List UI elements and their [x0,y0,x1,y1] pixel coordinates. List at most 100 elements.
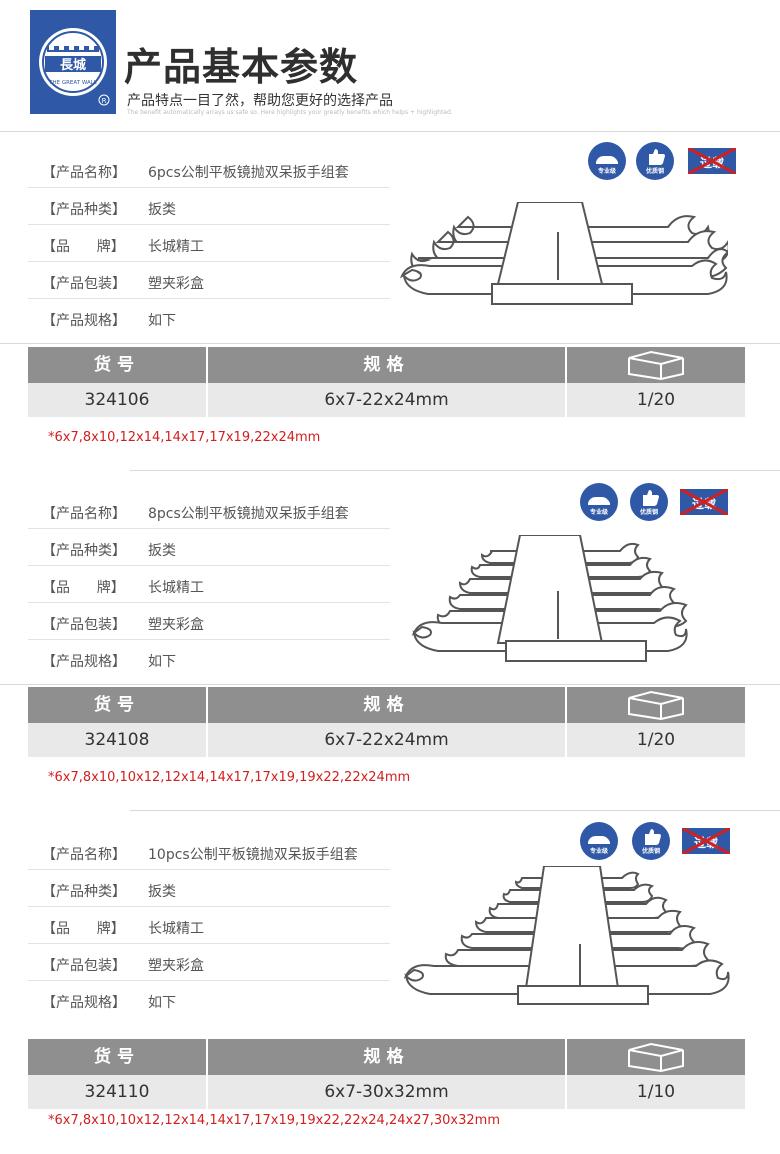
info-row-spec: 【产品规格】 如下 [28,300,390,336]
label-category: 【产品种类】 [42,202,126,218]
value-category: 扳类 [148,202,176,218]
col-spec-header: 规格 [363,695,410,715]
page-subtitle-english: The benefit automatically arrays us safe… [127,109,453,116]
cell-size-range: 6x7-30x32mm [324,1082,449,1102]
badge-steel-label: 优质钢 [639,509,658,516]
value-package: 塑夹彩盒 [148,958,204,974]
cell-pack-qty: 1/20 [636,390,676,410]
spec-table-row: 324108 6x7-22x24mm 1/20 [28,723,745,757]
cell-item-no: 324110 [84,1082,150,1102]
label-category: 【产品种类】 [42,543,126,559]
col-divider [565,347,567,383]
col-divider [206,723,208,757]
page-subtitle: 产品特点一目了然，帮助您更好的选择产品 [127,93,393,109]
value-category: 扳类 [148,884,176,900]
value-brand: 长城精工 [148,580,204,596]
col-item-no-header: 货号 [94,355,140,375]
info-row-name: 【产品名称】 10pcs公制平板镜抛双呆扳手组套 [28,834,390,870]
info-row-name: 【产品名称】 6pcs公制平板镜抛双呆扳手组套 [28,152,390,188]
section-divider [130,470,780,471]
col-spec-header: 规格 [363,355,410,375]
col-spec-header: 规格 [363,1047,410,1067]
col-divider [206,347,208,383]
label-package: 【产品包装】 [42,617,126,633]
size-list-note: *6x7,8x10,10x12,12x14,14x17,17x19,19x22,… [48,1113,500,1128]
cell-item-no: 324108 [84,730,150,750]
value-name: 6pcs公制平板镜抛双呆扳手组套 [148,165,349,181]
cell-item-no: 324106 [84,390,150,410]
info-row-package: 【产品包装】 塑夹彩盒 [28,945,390,981]
value-spec: 如下 [148,995,176,1011]
label-package: 【产品包装】 [42,276,126,292]
info-row-name: 【产品名称】 8pcs公制平板镜抛双呆扳手组套 [28,493,390,529]
value-category: 扳类 [148,543,176,559]
info-row-category: 【产品种类】 扳类 [28,530,390,566]
product-section-3: 【产品名称】 10pcs公制平板镜抛双呆扳手组套 【产品种类】 扳类 【品 牌】… [0,822,780,1154]
label-spec: 【产品规格】 [42,313,126,329]
info-row-category: 【产品种类】 扳类 [28,189,390,225]
section-divider [0,684,780,685]
info-row-category: 【产品种类】 扳类 [28,871,390,907]
header-divider [0,131,780,132]
info-row-brand: 【品 牌】 长城精工 [28,908,390,944]
wrench-set-illustration [398,201,730,321]
value-brand: 长城精工 [148,239,204,255]
spec-table-header: 货号 规格 [28,347,745,383]
label-package: 【产品包装】 [42,958,126,974]
info-row-spec: 【产品规格】 如下 [28,641,390,677]
feature-badges: 专业级 优质钢 过载 [588,142,758,182]
col-divider [565,1039,567,1075]
value-name: 8pcs公制平板镜抛双呆扳手组套 [148,506,349,522]
col-item-no-header: 货号 [94,1047,140,1067]
value-spec: 如下 [148,313,176,329]
cell-pack-qty: 1/10 [636,1082,676,1102]
svg-text:THE GREAT WALL: THE GREAT WALL [48,80,98,86]
section-divider [0,343,780,344]
value-package: 塑夹彩盒 [148,617,204,633]
product-section-1: 【产品名称】 6pcs公制平板镜抛双呆扳手组套 【产品种类】 扳类 【品 牌】 … [0,142,780,492]
info-row-package: 【产品包装】 塑夹彩盒 [28,604,390,640]
badge-steel-label: 优质钢 [645,168,664,175]
page-title: 产品基本参数 [124,45,359,89]
badge-pro-label: 专业级 [597,168,616,175]
quality-thumbs-up-icon: 优质钢 [636,142,674,180]
label-spec: 【产品规格】 [42,995,126,1011]
svg-text:長城: 長城 [60,57,86,73]
value-brand: 长城精工 [148,921,204,937]
wrench-set-illustration [402,865,742,1020]
label-brand: 【品 牌】 [42,239,125,255]
badge-overload-label: 过载 [699,156,724,170]
label-name: 【产品名称】 [42,165,126,181]
value-package: 塑夹彩盒 [148,276,204,292]
info-row-brand: 【品 牌】 长城精工 [28,226,390,262]
carton-box-icon [628,690,684,721]
col-divider [565,723,567,757]
label-category: 【产品种类】 [42,884,126,900]
col-divider [565,687,567,723]
badge-pro-label: 专业级 [589,848,608,855]
badge-overload-label: 过载 [691,497,716,511]
spec-table-row: 324110 6x7-30x32mm 1/10 [28,1075,745,1109]
size-list-note: *6x7,8x10,12x14,14x17,17x19,22x24mm [48,430,321,445]
overload-crossed-icon: 过载 [680,489,728,515]
professional-car-icon: 专业级 [580,822,618,860]
col-divider [206,383,208,417]
col-box-header [567,1039,745,1075]
badge-pro-label: 专业级 [589,509,608,516]
page-header: 長城 THE GREAT WALL R 产品基本参数 产品特点一目了然，帮助您更… [0,0,780,130]
label-name: 【产品名称】 [42,506,126,522]
cell-size-range: 6x7-22x24mm [324,390,449,410]
section-divider [130,810,780,811]
label-brand: 【品 牌】 [42,580,125,596]
label-spec: 【产品规格】 [42,654,126,670]
value-name: 10pcs公制平板镜抛双呆扳手组套 [148,847,358,863]
col-divider [206,687,208,723]
col-item-no-header: 货号 [94,695,140,715]
cell-pack-qty: 1/20 [636,730,676,750]
label-name: 【产品名称】 [42,847,126,863]
spec-table-row: 324106 6x7-22x24mm 1/20 [28,383,745,417]
quality-thumbs-up-icon: 优质钢 [632,822,670,860]
spec-table-header: 货号 规格 [28,1039,745,1075]
info-row-spec: 【产品规格】 如下 [28,982,390,1018]
col-divider [206,1075,208,1109]
